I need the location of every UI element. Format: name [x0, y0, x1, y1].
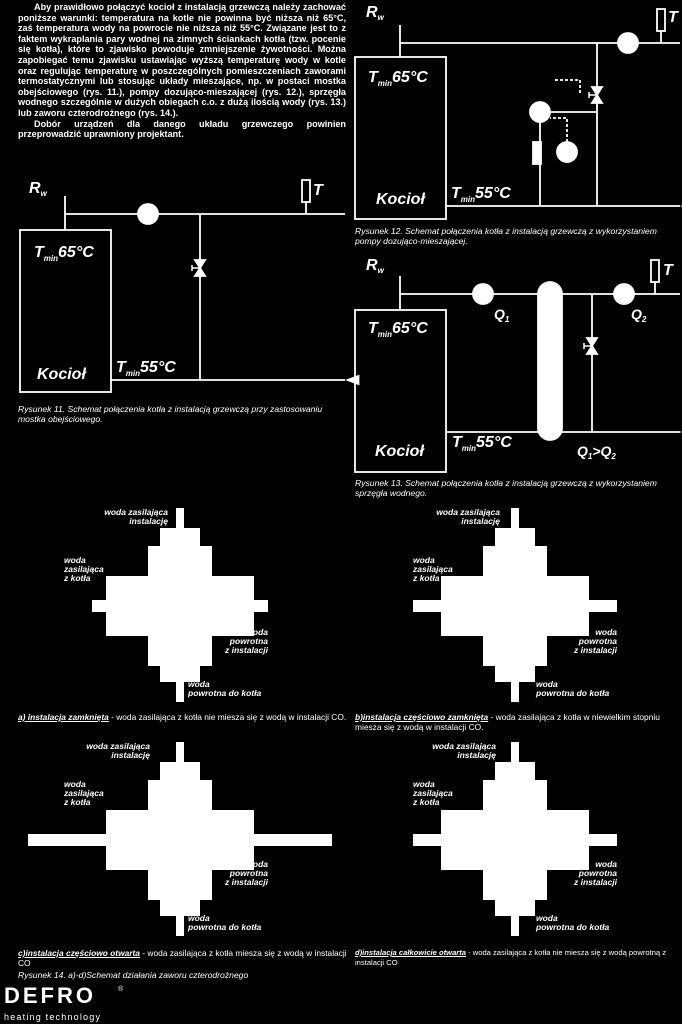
figure-13-caption: Rysunek 13. Schemat połączenia kotła z i… — [355, 478, 657, 498]
pump-icon — [472, 283, 494, 305]
tmin-return-label: Tmin55°C — [116, 359, 176, 378]
tmin-return-label: Tmin55°C — [452, 434, 512, 453]
boiler-label: Kocioł — [376, 191, 425, 208]
thermometer-icon — [301, 179, 311, 203]
four-way-valve-a — [92, 508, 268, 702]
valve-caption-c: c)instalacja częściowo otwarta - woda za… — [18, 948, 347, 968]
tmin-supply-label: Tmin65°C — [368, 69, 428, 88]
pump-icon — [529, 101, 551, 123]
svg-text:DEFRO: DEFRO — [4, 983, 96, 1008]
pump-icon — [617, 32, 639, 54]
valve-caption-d: d)instalacja całkowicie otwarta - woda z… — [355, 948, 667, 967]
tmin-supply-label: Tmin65°C — [34, 244, 94, 263]
four-way-valve-b — [413, 508, 617, 702]
rw-label: Rw — [29, 180, 48, 198]
three-way-valve-icon — [588, 86, 603, 104]
t-label: T — [668, 9, 679, 26]
boiler-label: Kocioł — [37, 366, 86, 383]
tmin-supply-label: Tmin65°C — [368, 320, 428, 339]
four-way-valve-d — [413, 742, 617, 936]
pump-icon — [613, 283, 635, 305]
q-relation-label: Q1>Q2 — [577, 443, 616, 461]
three-way-valve-icon — [583, 337, 598, 355]
rw-label: Rw — [366, 4, 385, 22]
boiler-label: Kocioł — [375, 443, 424, 460]
thermometer-icon — [656, 8, 666, 32]
thermometer-icon — [650, 259, 660, 283]
intro-text: Aby prawidłowo połączyć kocioł z instala… — [18, 2, 346, 140]
pump-icon — [556, 141, 578, 163]
figure-14-caption: Rysunek 14. a)-d)Schemat działania zawor… — [18, 970, 249, 980]
q1-label: Q1 — [494, 306, 510, 324]
thermometer-icon — [532, 141, 542, 165]
figure-12-mixing-pump-diagram — [354, 8, 682, 220]
svg-text:heating technology: heating technology — [4, 1012, 101, 1022]
t-label: T — [663, 262, 674, 279]
q2-label: Q2 — [631, 306, 647, 324]
intro-paragraph-2: Dobór urządzeń dla danego układu grzewcz… — [18, 118, 346, 140]
defro-logo: DEFRO ® heating technology — [0, 983, 158, 1022]
figure-12-caption: Rysunek 12. Schemat połączenia kotła z i… — [355, 226, 657, 246]
intro-paragraph-1: Aby prawidłowo połączyć kocioł z instala… — [18, 2, 346, 118]
t-label: T — [313, 182, 324, 199]
figure-11-bypass-diagram — [19, 179, 360, 393]
tmin-return-label: Tmin55°C — [451, 185, 511, 204]
rw-label: Rw — [366, 257, 385, 275]
three-way-valve-icon — [191, 259, 206, 277]
figure-13-hydraulic-separator-diagram — [354, 259, 682, 473]
svg-text:®: ® — [118, 985, 124, 993]
four-way-valve-c — [28, 742, 332, 936]
valve-caption-a: a) instalacja zamknięta - woda zasilając… — [18, 712, 347, 722]
figure-11-caption: Rysunek 11. Schemat połączenia kotła z i… — [18, 404, 323, 424]
hydraulic-separator — [537, 281, 563, 441]
pump-icon — [137, 203, 159, 225]
valve-caption-b: b)instalacja częściowo zamknięta - woda … — [355, 712, 660, 732]
